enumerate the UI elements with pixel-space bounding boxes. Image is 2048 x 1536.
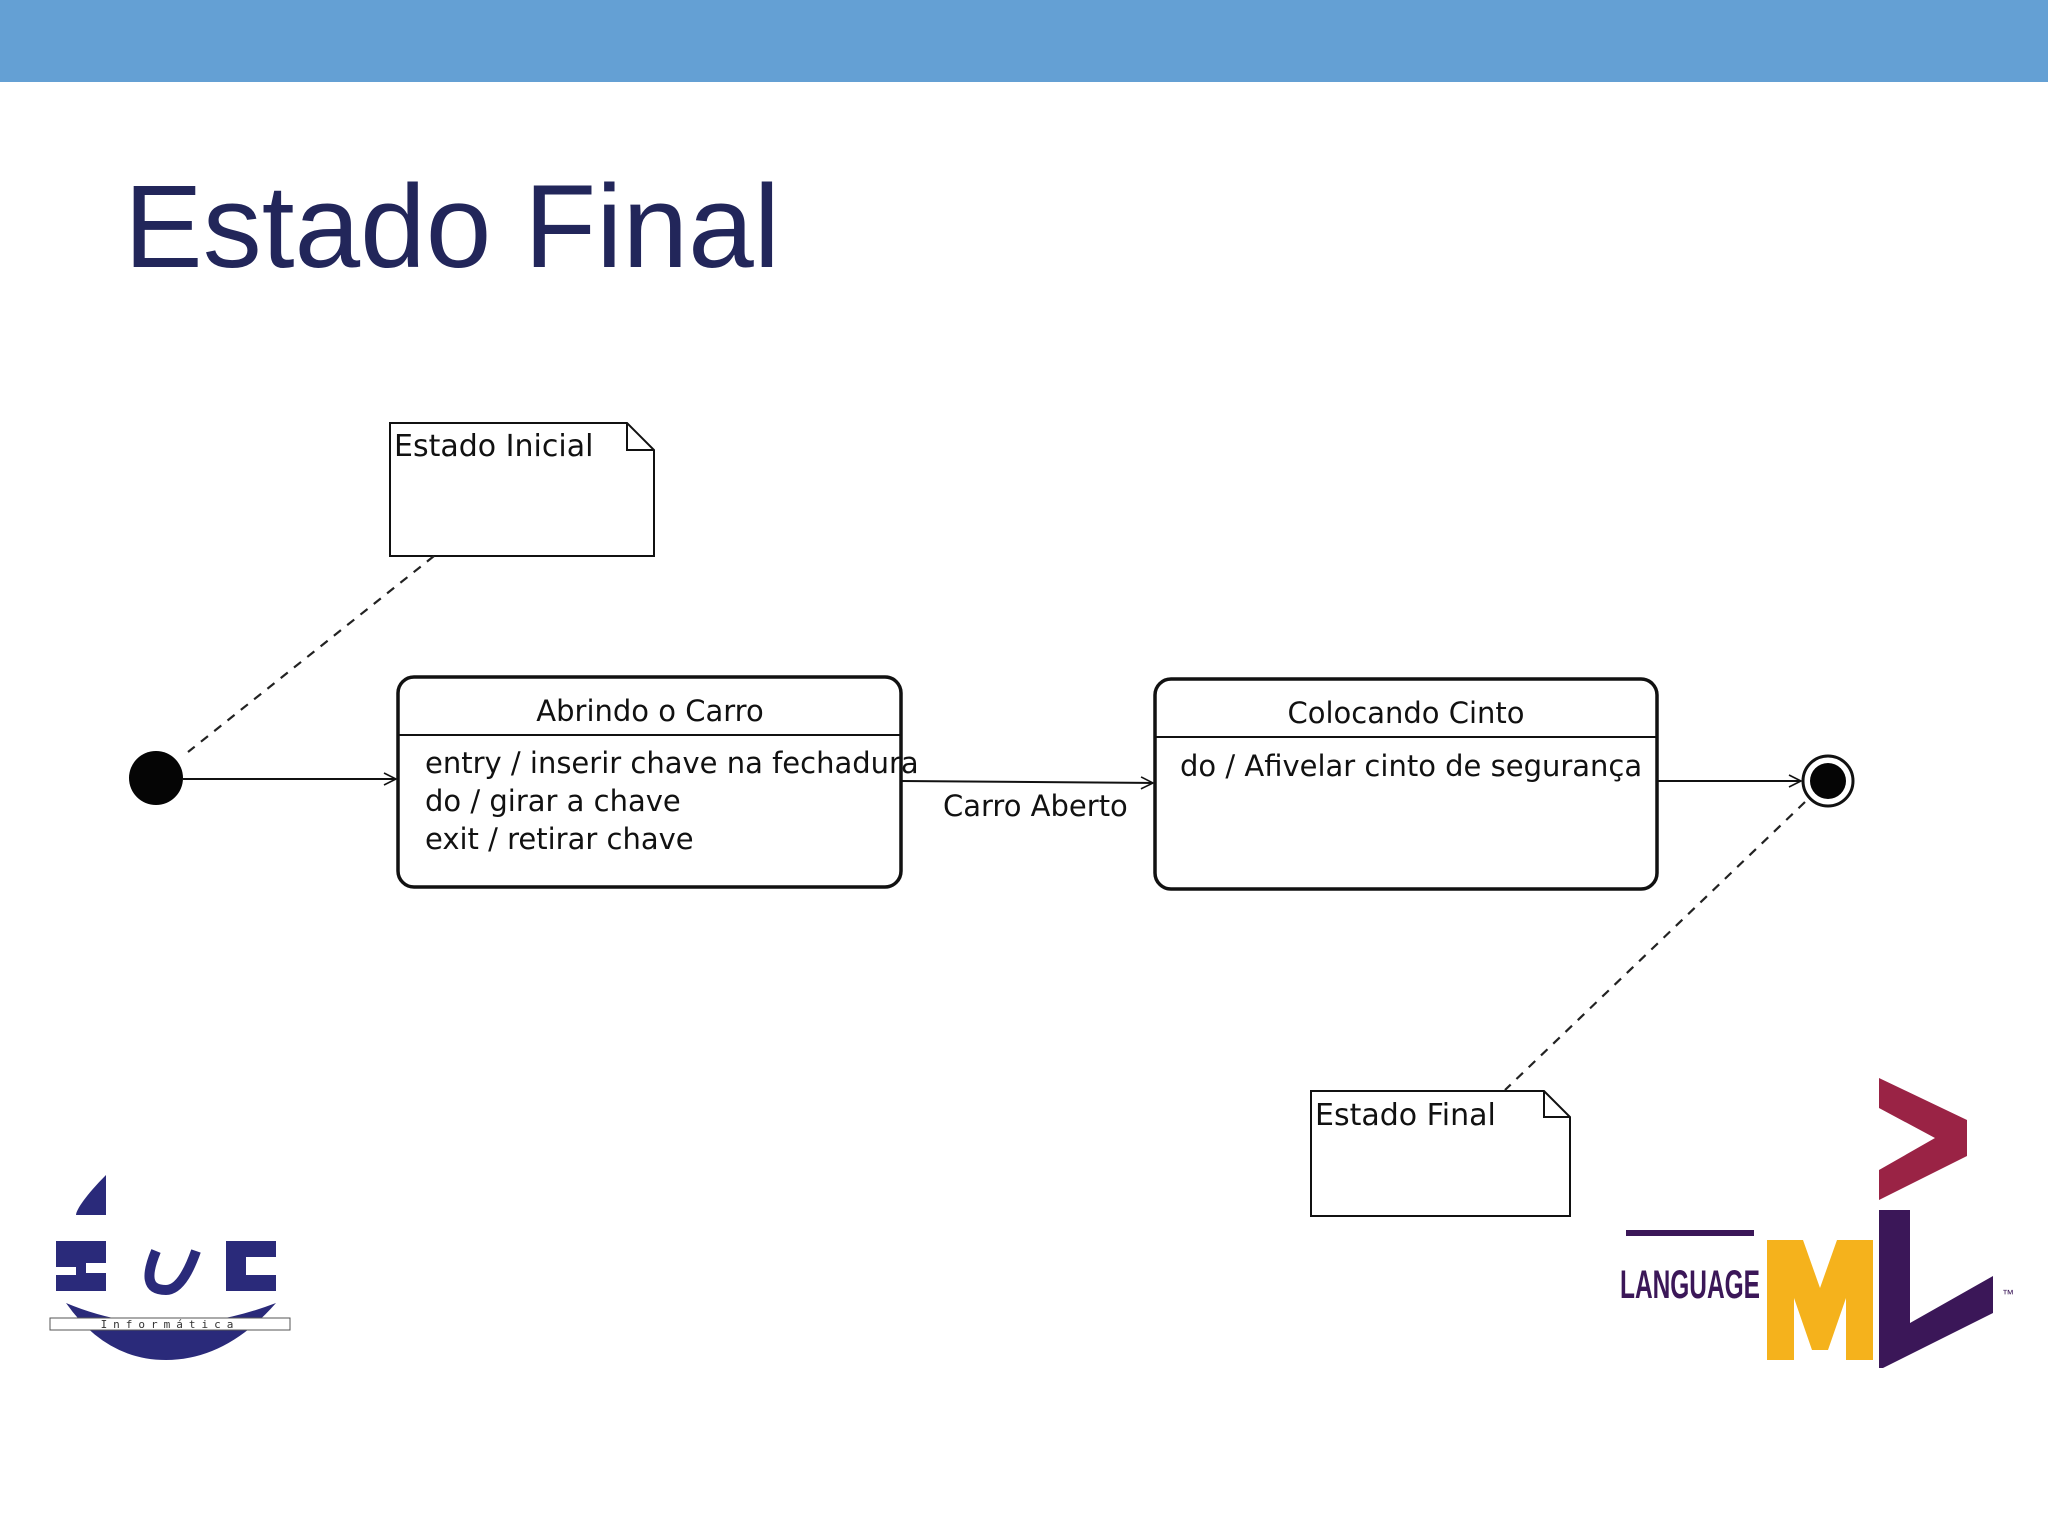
top-accent-bar xyxy=(0,0,2048,82)
note-final-state: Estado Final xyxy=(1310,1090,1571,1217)
uml-logo-tm: ™ xyxy=(2002,1287,2014,1301)
note-initial-label: Estado Inicial xyxy=(394,429,593,464)
note-final-label: Estado Final xyxy=(1315,1098,1496,1133)
initial-state-node xyxy=(129,751,183,805)
state-activity-do: do / girar a chave xyxy=(425,784,681,818)
state-activity-exit: exit / retirar chave xyxy=(425,822,694,856)
final-state-node xyxy=(1801,754,1855,808)
state-name: Colocando Cinto xyxy=(1287,696,1524,730)
uml-logo: LANGUAGE ™ xyxy=(1620,1078,2014,1368)
state-abrindo-o-carro: Abrindo o Carro entry / inserir chave na… xyxy=(396,675,919,889)
state-activity-do: do / Afivelar cinto de segurança xyxy=(1180,749,1642,783)
slide-title: Estado Final xyxy=(124,161,780,293)
stc-logo-caption: Informática xyxy=(101,1318,240,1331)
state-colocando-cinto: Colocando Cinto do / Afivelar cinto de s… xyxy=(1153,677,1659,891)
state-name: Abrindo o Carro xyxy=(536,694,763,728)
stc-informatica-logo: Informática xyxy=(49,1175,294,1360)
note-initial-state: Estado Inicial xyxy=(389,422,655,557)
note-initial-anchor xyxy=(187,555,435,753)
note-final-anchor xyxy=(1504,801,1806,1091)
transition-label: Carro Aberto xyxy=(943,789,1128,823)
uml-logo-word: LANGUAGE xyxy=(1620,1263,1760,1307)
state-activity-entry: entry / inserir chave na fechadura xyxy=(425,746,919,780)
transition-carro-aberto xyxy=(900,781,1153,783)
